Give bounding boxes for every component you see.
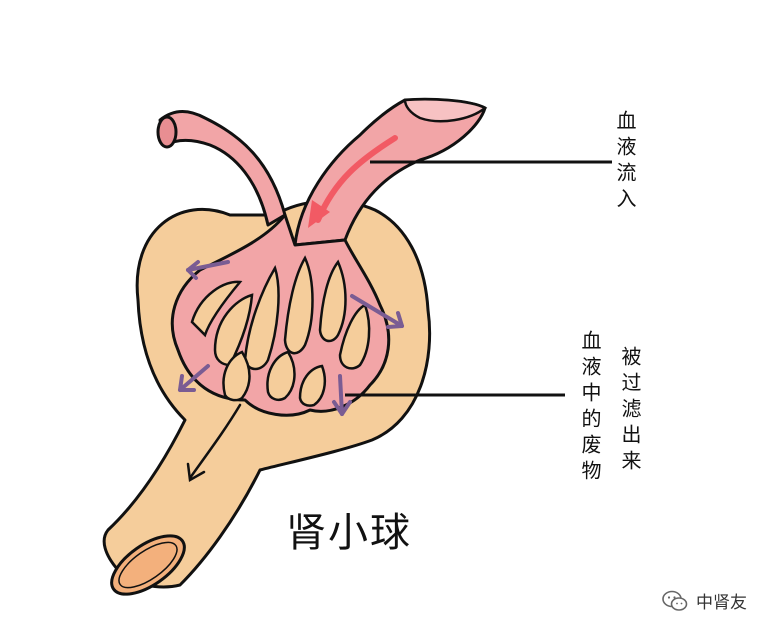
waste-flow-arrow bbox=[188, 403, 242, 480]
filtration-arrows bbox=[178, 260, 404, 416]
wechat-icon bbox=[662, 590, 688, 611]
diagram-title: 肾小球 bbox=[286, 510, 412, 556]
label-waste-line1: 血液中的废物 bbox=[578, 330, 602, 486]
capillary-loops bbox=[190, 255, 371, 407]
tubule-opening bbox=[110, 534, 186, 596]
efferent-arteriole bbox=[158, 110, 287, 227]
label-waste-line2: 被过滤出来 bbox=[618, 346, 642, 476]
inflow-arrow-head bbox=[308, 200, 330, 228]
watermark-text: 中肾友 bbox=[696, 593, 747, 613]
watermark: 中肾友 bbox=[662, 588, 747, 613]
label-blood-inflow: 血液流入 bbox=[613, 110, 637, 214]
